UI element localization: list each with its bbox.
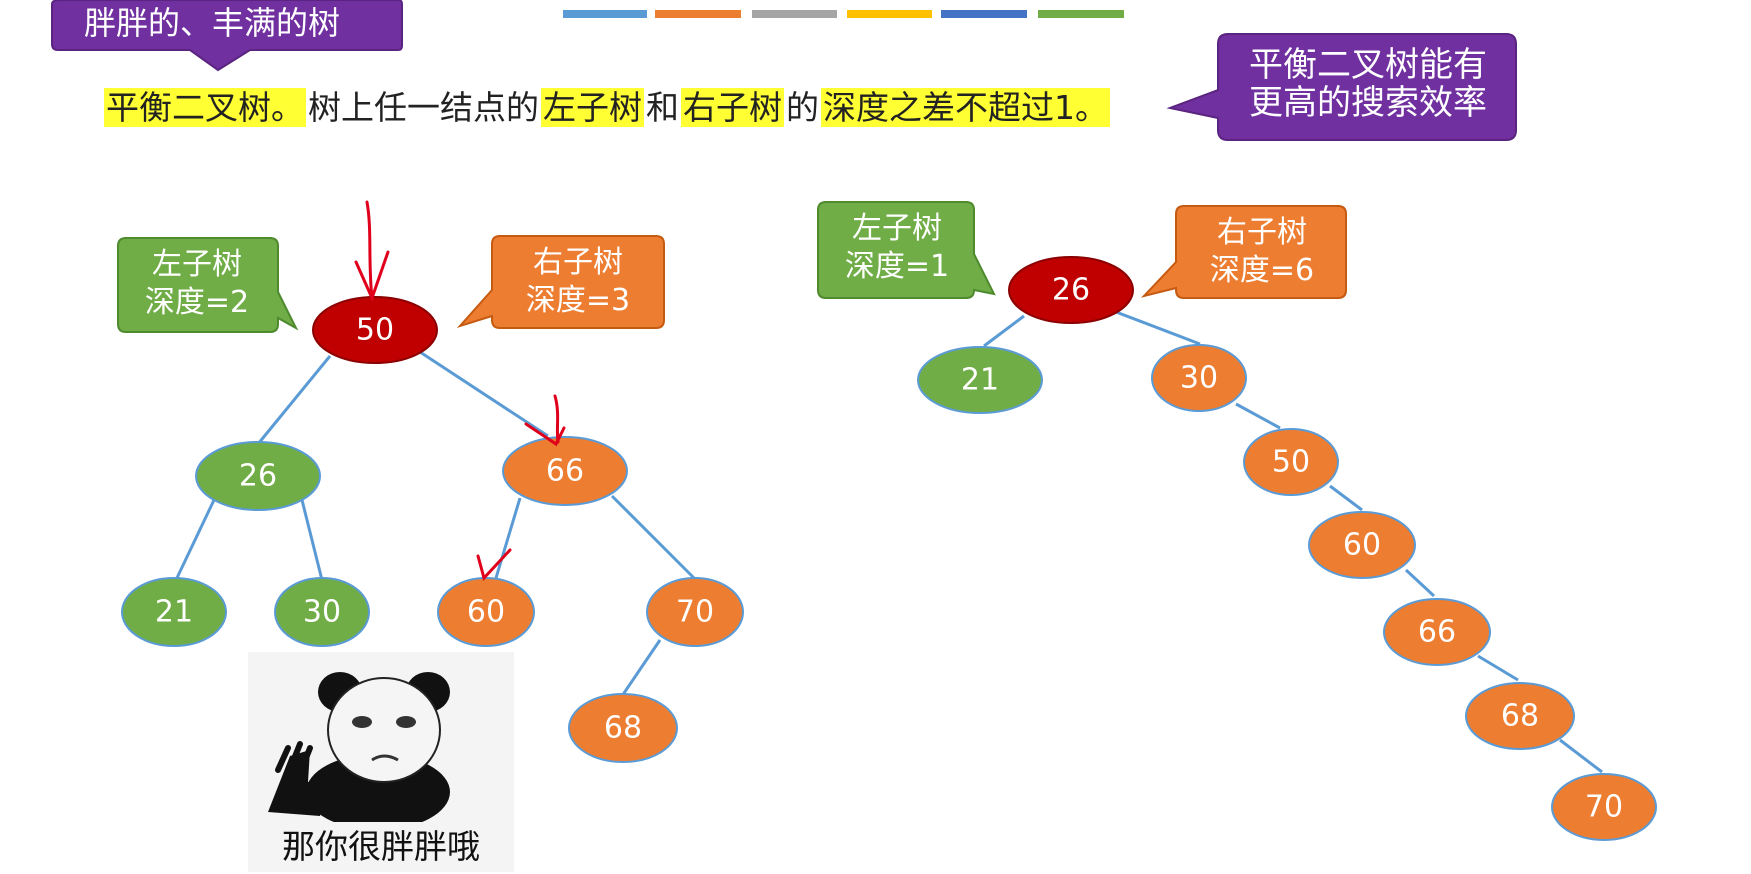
right-tree-left-callout-shape	[817, 201, 996, 299]
definition-text-1: 树上任一结点的	[308, 88, 539, 127]
efficiency-callout-line1: 平衡二叉树能有	[1249, 45, 1487, 85]
right-node-60-label: 60	[1343, 528, 1381, 563]
right-node-30	[1151, 344, 1247, 412]
left-node-26-label: 26	[239, 459, 277, 494]
left-tree-left-callout-line1: 左子树	[152, 247, 242, 282]
right-node-68	[1465, 682, 1575, 750]
right-node-66-label: 66	[1418, 615, 1456, 650]
right-tree-right-callout-line1: 右子树	[1217, 215, 1307, 250]
left-node-21-label: 21	[155, 595, 193, 630]
header-bar-1	[563, 10, 647, 18]
header-bar-5	[941, 10, 1027, 18]
right-node-70-label: 70	[1585, 790, 1623, 825]
left-tree-left-callout-shape	[117, 237, 299, 333]
right-tree-right-callout-text: 右子树 深度=6	[1180, 214, 1344, 290]
right-root-label: 26	[1052, 273, 1090, 308]
efficiency-callout-line2: 更高的搜索效率	[1249, 83, 1487, 123]
left-node-66-label: 66	[546, 454, 584, 489]
left-node-70-label: 70	[676, 595, 714, 630]
title-callout-shape	[51, 0, 403, 72]
left-tree-left-callout-line2: 深度=2	[144, 285, 250, 320]
panda-meme-icon	[268, 672, 450, 822]
header-bar-6	[1038, 10, 1124, 18]
definition-text-2: 和	[646, 88, 679, 127]
left-node-68-label: 68	[604, 711, 642, 746]
left-tree-right-callout-shape	[456, 235, 665, 329]
left-node-60-label: 60	[467, 595, 505, 630]
right-tree-left-callout-line1: 左子树	[852, 211, 942, 246]
left-root-node	[312, 296, 438, 364]
definition-text-3: 的	[786, 88, 819, 127]
left-root-label: 50	[356, 313, 394, 348]
title-callout-text: 胖胖的、丰满的树	[84, 4, 341, 42]
right-node-68-label: 68	[1501, 699, 1539, 734]
definition-left-subtree: 左子树	[541, 88, 644, 127]
right-tree-edges	[983, 310, 1603, 774]
definition-right-subtree: 右子树	[681, 88, 784, 127]
right-node-21	[917, 346, 1043, 414]
left-node-21	[121, 577, 227, 647]
right-tree-right-callout-line2: 深度=6	[1209, 253, 1315, 288]
right-tree-left-callout-text: 左子树 深度=1	[822, 210, 972, 286]
left-tree-right-callout-text: 右子树 深度=3	[496, 244, 660, 320]
right-node-21-label: 21	[961, 363, 999, 398]
header-bar-4	[847, 10, 932, 18]
left-node-70	[646, 577, 744, 647]
right-node-50	[1243, 428, 1339, 496]
panda-meme: 那你很胖胖哦	[248, 652, 514, 872]
left-tree-right-callout-line1: 右子树	[533, 245, 623, 280]
left-node-26	[195, 441, 321, 511]
balanced-tree-definition: 平衡二叉树。树上任一结点的左子树和右子树的深度之差不超过1。	[104, 86, 1110, 130]
left-tree-left-callout-text: 左子树 深度=2	[122, 246, 272, 322]
efficiency-callout-text: 平衡二叉树能有 更高的搜索效率	[1232, 46, 1504, 122]
left-node-30-label: 30	[303, 595, 341, 630]
header-bar-3	[752, 10, 837, 18]
definition-term: 平衡二叉树。	[104, 88, 306, 127]
left-tree-edges	[174, 350, 698, 697]
left-node-30	[274, 577, 370, 647]
right-node-30-label: 30	[1180, 361, 1218, 396]
left-node-66	[502, 436, 628, 506]
red-arrow-marks	[354, 200, 566, 581]
definition-depth-rule: 深度之差不超过1。	[821, 88, 1110, 127]
right-node-70	[1551, 773, 1657, 841]
right-root-node	[1008, 256, 1134, 324]
right-node-50-label: 50	[1272, 445, 1310, 480]
right-node-66	[1383, 598, 1491, 666]
efficiency-callout-shape	[1166, 33, 1517, 141]
left-tree-right-callout-line2: 深度=3	[525, 283, 631, 318]
right-tree-right-callout-shape	[1140, 205, 1347, 299]
header-bar-2	[655, 10, 741, 18]
left-node-68	[568, 693, 678, 763]
right-node-60	[1308, 511, 1416, 579]
right-tree-left-callout-line2: 深度=1	[844, 249, 950, 284]
meme-caption: 那你很胖胖哦	[282, 827, 480, 866]
